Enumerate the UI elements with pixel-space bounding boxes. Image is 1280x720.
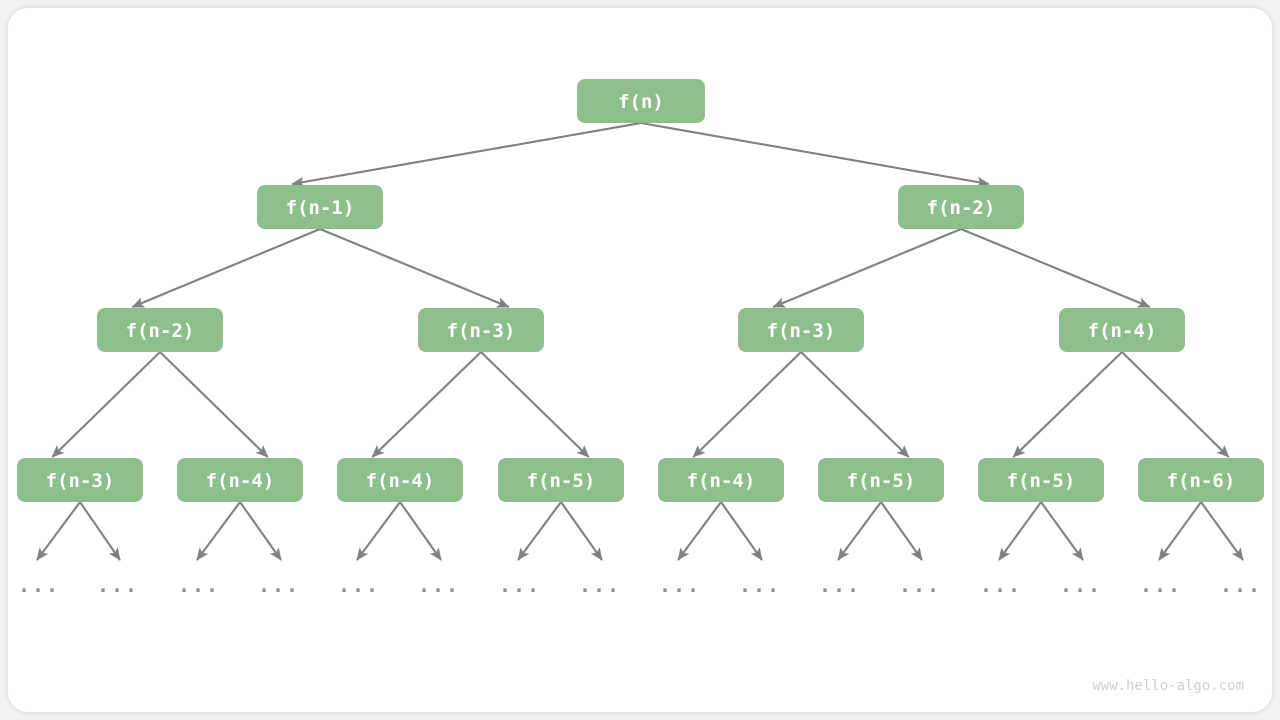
ellipsis-marker: ...: [499, 573, 541, 597]
tree-node-box: [898, 185, 1024, 229]
tree-leaf-stub-edge: [1040, 501, 1084, 561]
ellipsis-marker: ...: [178, 573, 220, 597]
tree-leaf-stub-edge: [399, 501, 442, 561]
ellipsis-marker: ...: [579, 573, 621, 597]
tree-node: f(n): [577, 79, 705, 123]
tree-node: f(n-2): [97, 308, 223, 352]
tree-edge: [480, 351, 590, 458]
tree-leaf-stub-edge: [880, 501, 923, 561]
ellipsis-marker: ...: [97, 573, 139, 597]
tree-node-label: f(n-4): [687, 470, 756, 492]
tree-node-box: [498, 458, 624, 502]
tree-node-box: [337, 458, 463, 502]
tree-node-label: f(n-2): [927, 197, 996, 219]
tree-ellipsis-row: ........................................…: [18, 573, 1262, 597]
tree-node-box: [257, 185, 383, 229]
tree-node: f(n-5): [498, 458, 624, 502]
tree-node: f(n-1): [257, 185, 383, 229]
tree-leaf-stub-edge: [239, 501, 282, 561]
tree-leaf-stub-edge: [1200, 501, 1244, 561]
tree-node-box: [978, 458, 1104, 502]
tree-leaf-stub-edge: [837, 501, 882, 561]
tree-node: f(n-4): [1059, 308, 1185, 352]
tree-leaf-stub-edge: [356, 501, 401, 561]
tree-edge: [772, 228, 962, 308]
tree-node-label: f(n-2): [126, 320, 195, 342]
tree-leaf-stubs: [36, 501, 1244, 561]
tree-leaf-stub-edge: [79, 501, 121, 561]
tree-leaf-stub-edge: [36, 501, 81, 561]
tree-edge: [291, 121, 642, 188]
tree-node-box: [818, 458, 944, 502]
tree-leaf-stub-edge: [677, 501, 722, 561]
tree-node: f(n-6): [1138, 458, 1264, 502]
tree-node: f(n-2): [898, 185, 1024, 229]
tree-node-label: f(n-4): [366, 470, 435, 492]
tree-node: f(n-3): [738, 308, 864, 352]
tree-edge: [1012, 351, 1123, 458]
tree-node: f(n-3): [418, 308, 544, 352]
ellipsis-marker: ...: [1220, 573, 1262, 597]
tree-node: f(n-3): [17, 458, 143, 502]
tree-node-label: f(n): [618, 91, 664, 113]
tree-node-label: f(n-3): [46, 470, 115, 492]
ellipsis-marker: ...: [1140, 573, 1182, 597]
tree-node-box: [577, 79, 705, 123]
ellipsis-marker: ...: [819, 573, 861, 597]
tree-node: f(n-5): [818, 458, 944, 502]
tree-node-label: f(n-4): [206, 470, 275, 492]
tree-node: f(n-4): [658, 458, 784, 502]
tree-edge: [51, 351, 161, 458]
tree-leaf-stub-edge: [1158, 501, 1202, 561]
tree-node-label: f(n-5): [847, 470, 916, 492]
tree-edge: [800, 351, 910, 458]
ellipsis-marker: ...: [418, 573, 460, 597]
ellipsis-marker: ...: [258, 573, 300, 597]
tree-leaf-stub-edge: [998, 501, 1042, 561]
tree-leaf-stub-edge: [196, 501, 241, 561]
tree-node-box: [97, 308, 223, 352]
tree-node-label: f(n-3): [767, 320, 836, 342]
tree-node-box: [1059, 308, 1185, 352]
watermark: www.hello-algo.com: [1092, 678, 1244, 694]
tree-edge: [159, 351, 269, 458]
tree-edge: [371, 351, 482, 458]
tree-edge: [1121, 351, 1230, 458]
tree-edge: [692, 351, 802, 458]
ellipsis-marker: ...: [18, 573, 60, 597]
ellipsis-marker: ...: [980, 573, 1022, 597]
tree-edge: [319, 228, 510, 308]
tree-edge: [960, 228, 1151, 308]
tree-node-label: f(n-5): [527, 470, 596, 492]
tree-node-box: [418, 308, 544, 352]
tree-edge: [640, 121, 990, 188]
ellipsis-marker: ...: [659, 573, 701, 597]
ellipsis-marker: ...: [338, 573, 380, 597]
tree-leaf-stub-edge: [517, 501, 562, 561]
tree-nodes: f(n) f(n-1) f(n-2) f(n-2) f(n-3) f(n-3) f(n-4)…: [17, 79, 1264, 502]
tree-node-label: f(n-6): [1167, 470, 1236, 492]
tree-edges: [51, 121, 1230, 458]
ellipsis-marker: ...: [899, 573, 941, 597]
tree-node-label: f(n-4): [1088, 320, 1157, 342]
tree-node-label: f(n-1): [286, 197, 355, 219]
tree-node: f(n-5): [978, 458, 1104, 502]
tree-node-box: [177, 458, 303, 502]
tree-node-box: [738, 308, 864, 352]
tree-edge: [131, 228, 321, 308]
tree-node-label: f(n-5): [1007, 470, 1076, 492]
tree-leaf-stub-edge: [720, 501, 763, 561]
tree-node: f(n-4): [337, 458, 463, 502]
tree-leaf-stub-edge: [560, 501, 603, 561]
tree-node-box: [658, 458, 784, 502]
tree-node-box: [17, 458, 143, 502]
tree-node-box: [1138, 458, 1264, 502]
ellipsis-marker: ...: [739, 573, 781, 597]
tree-node-label: f(n-3): [447, 320, 516, 342]
tree-node: f(n-4): [177, 458, 303, 502]
diagram-card: [8, 8, 1272, 712]
ellipsis-marker: ...: [1060, 573, 1102, 597]
